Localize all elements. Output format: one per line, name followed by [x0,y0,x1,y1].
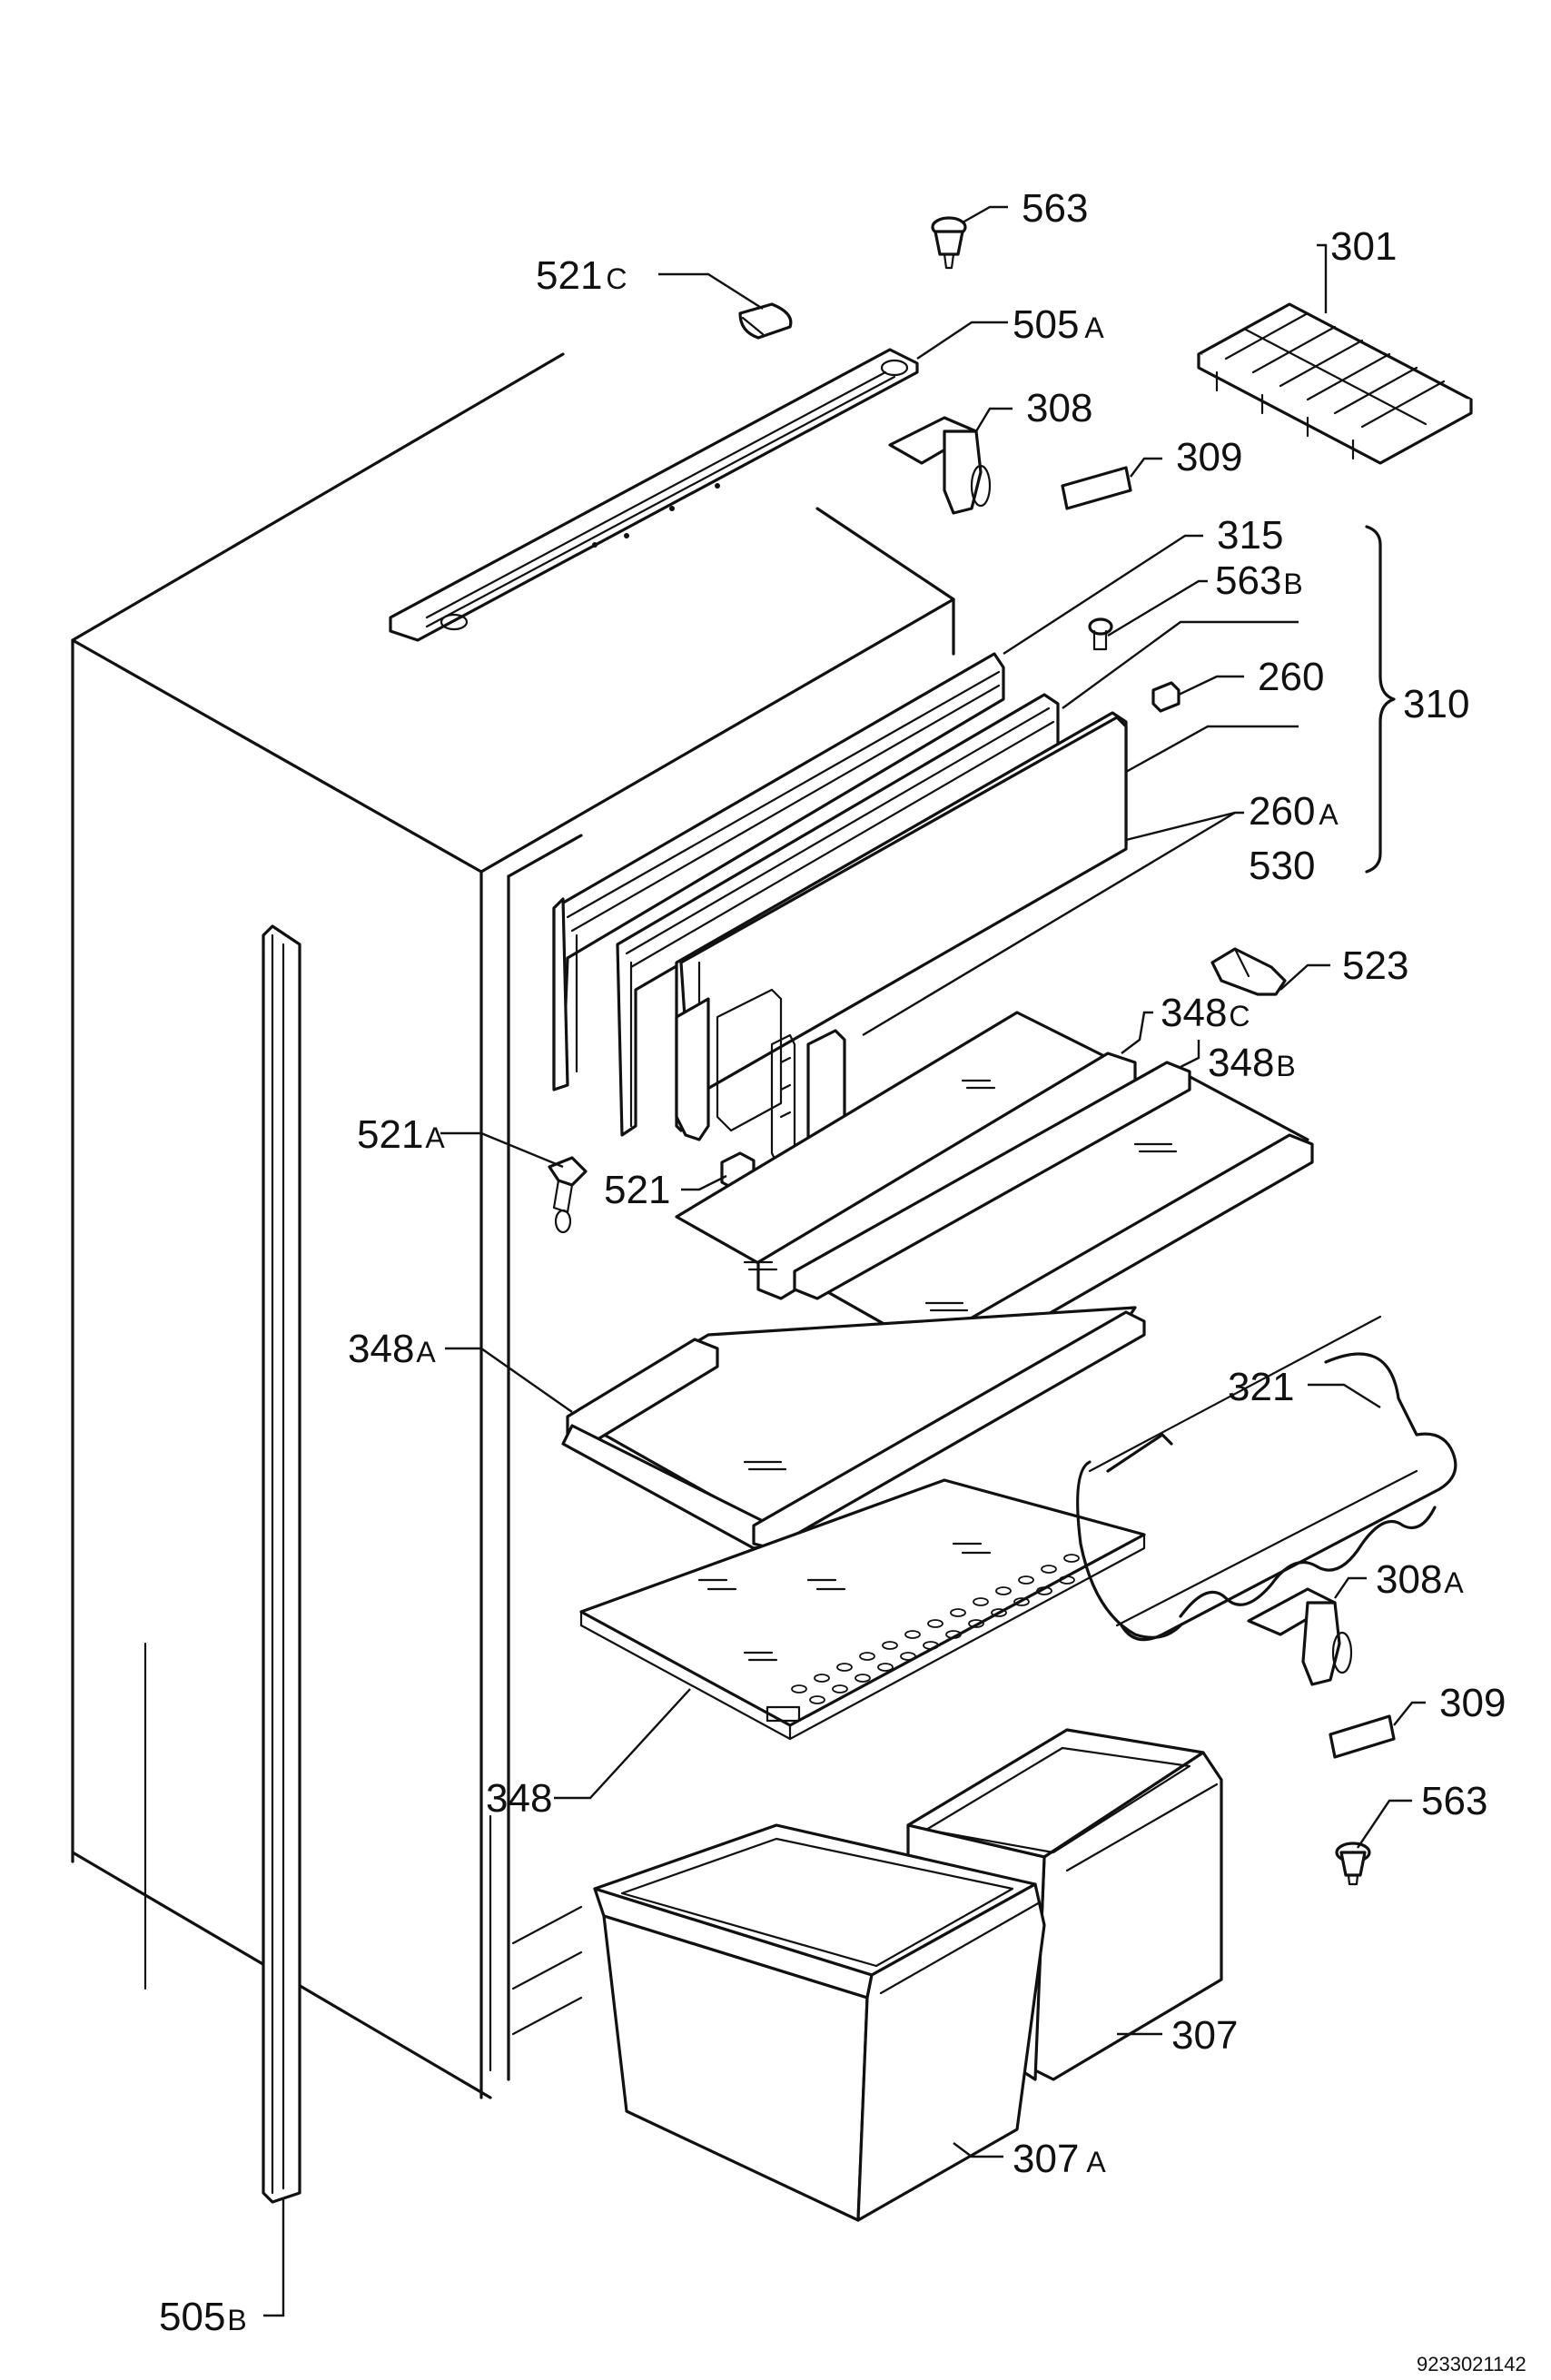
hinge-bracket-308 [888,416,992,515]
fastener-523 [1210,947,1287,996]
stopper-521a [548,1156,588,1234]
label-563-top: 563 [1022,186,1088,231]
label-321: 321 [1228,1365,1294,1409]
shelf-348b [793,1061,1314,1373]
label-308a: 308A [1376,1557,1464,1602]
assembly-brace-310 [1365,525,1396,874]
clip-260 [1151,681,1181,713]
leader-lines [263,205,1426,2317]
label-315: 315 [1217,513,1283,558]
label-521a: 521A [357,1112,445,1157]
label-309-top: 309 [1176,435,1242,479]
label-plate-309-bottom [1329,1714,1396,1759]
bottle-rack-321 [1076,1315,1457,1642]
label-348: 348 [486,1776,552,1821]
label-348a: 348A [348,1327,436,1371]
ice-tray-301 [1197,302,1473,465]
door-strip-505b [262,924,301,2204]
drawing-code: 9233021142 [1417,2353,1526,2375]
label-plate-309-top [1061,466,1132,510]
label-563b: 563B [1215,558,1303,603]
label-310: 310 [1403,682,1469,726]
label-521: 521 [604,1168,670,1212]
label-307: 307 [1171,2013,1238,2058]
label-523: 523 [1342,943,1408,988]
hinge-bracket-308a [1247,1587,1353,1686]
label-260: 260 [1258,655,1324,699]
top-rail-505a [389,348,919,642]
screw-563b [1088,617,1113,651]
glass-shelf-348 [579,1478,1146,1741]
label-348b: 348B [1208,1041,1296,1085]
screw-563-bottom [1335,1842,1371,1886]
cap-521c [738,302,793,340]
shelf-348a [561,1306,1146,1550]
label-309-bottom: 309 [1439,1681,1506,1725]
screw-563-top [931,216,967,270]
label-505b: 505B [159,2295,247,2339]
label-301: 301 [1330,224,1397,269]
label-530: 530 [1249,844,1315,888]
cabinet-body [71,352,955,2099]
label-308: 308 [1026,386,1092,430]
crisper-drawer-307a [593,1823,1046,2222]
label-563-bottom: 563 [1421,1779,1487,1823]
door-assembly-310 [552,652,1128,1164]
label-348c: 348C [1161,991,1250,1035]
